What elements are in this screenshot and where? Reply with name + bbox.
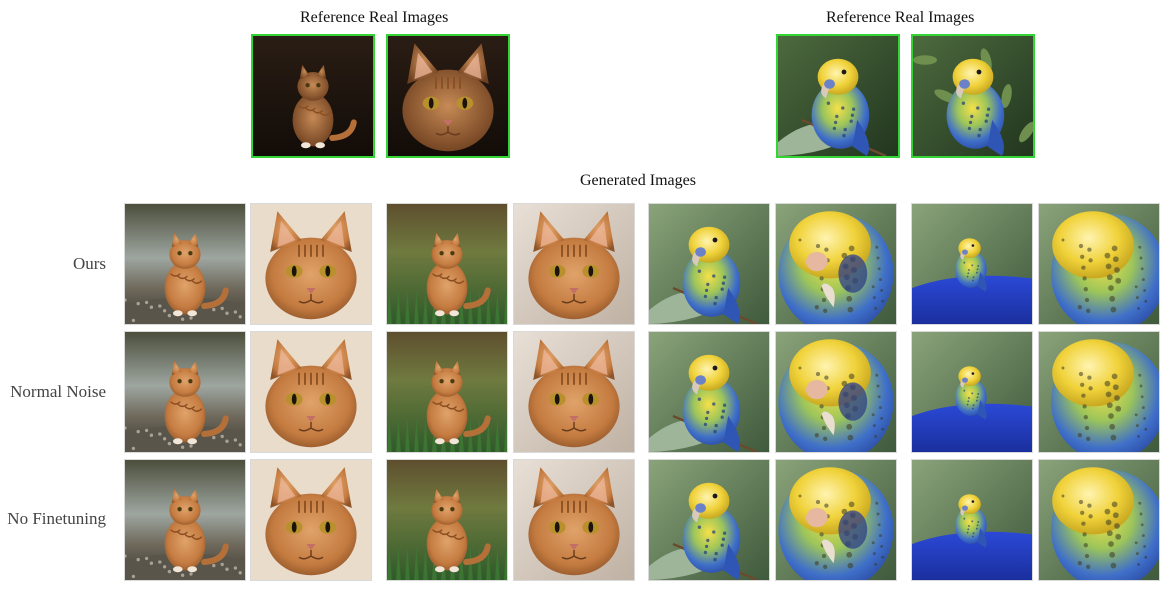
generated-image-r1-c3 [386, 203, 508, 325]
generated-image-r2-c1 [124, 331, 246, 453]
generated-image-r3-c7 [911, 459, 1033, 581]
reference-image-3 [776, 34, 900, 158]
generated-image-r2-c3 [386, 331, 508, 453]
row-label-no-finetuning: No Finetuning [7, 509, 106, 528]
generated-image-r2-c7 [911, 331, 1033, 453]
generated-image-r3-c8 [1038, 459, 1160, 581]
generated-image-r1-c8 [1038, 203, 1160, 325]
generated-image-r1-c5 [648, 203, 770, 325]
reference-caption-left: Reference Real Images [300, 9, 449, 26]
reference-caption-right: Reference Real Images [826, 9, 975, 26]
generated-image-r1-c6 [775, 203, 897, 325]
generated-image-r2-c8 [1038, 331, 1160, 453]
reference-image-2 [386, 34, 510, 158]
generated-image-r1-c7 [911, 203, 1033, 325]
generated-image-r1-c2 [250, 203, 372, 325]
generated-image-r1-c4 [513, 203, 635, 325]
generated-image-r3-c2 [250, 459, 372, 581]
generated-image-r3-c3 [386, 459, 508, 581]
generated-image-r2-c6 [775, 331, 897, 453]
reference-image-4 [911, 34, 1035, 158]
generated-image-r3-c1 [124, 459, 246, 581]
row-label-normal-noise: Normal Noise [10, 382, 106, 401]
generated-image-r3-c6 [775, 459, 897, 581]
generated-image-r3-c5 [648, 459, 770, 581]
generated-image-r3-c4 [513, 459, 635, 581]
generated-image-r2-c4 [513, 331, 635, 453]
generated-caption: Generated Images [580, 172, 696, 189]
row-label-ours: Ours [72, 254, 106, 273]
reference-image-1 [251, 34, 375, 158]
generated-image-r2-c2 [250, 331, 372, 453]
generated-image-r1-c1 [124, 203, 246, 325]
generated-image-r2-c5 [648, 331, 770, 453]
